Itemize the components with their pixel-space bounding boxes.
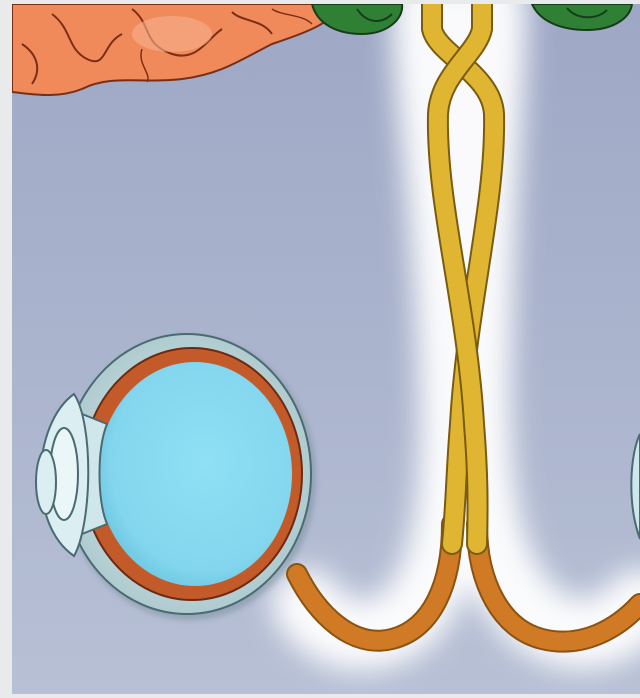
- visual-pathway-diagram: [12, 4, 640, 694]
- anatomy-illustration: [12, 4, 640, 694]
- vitreous-body: [98, 362, 292, 586]
- left-eyeball: [63, 334, 316, 620]
